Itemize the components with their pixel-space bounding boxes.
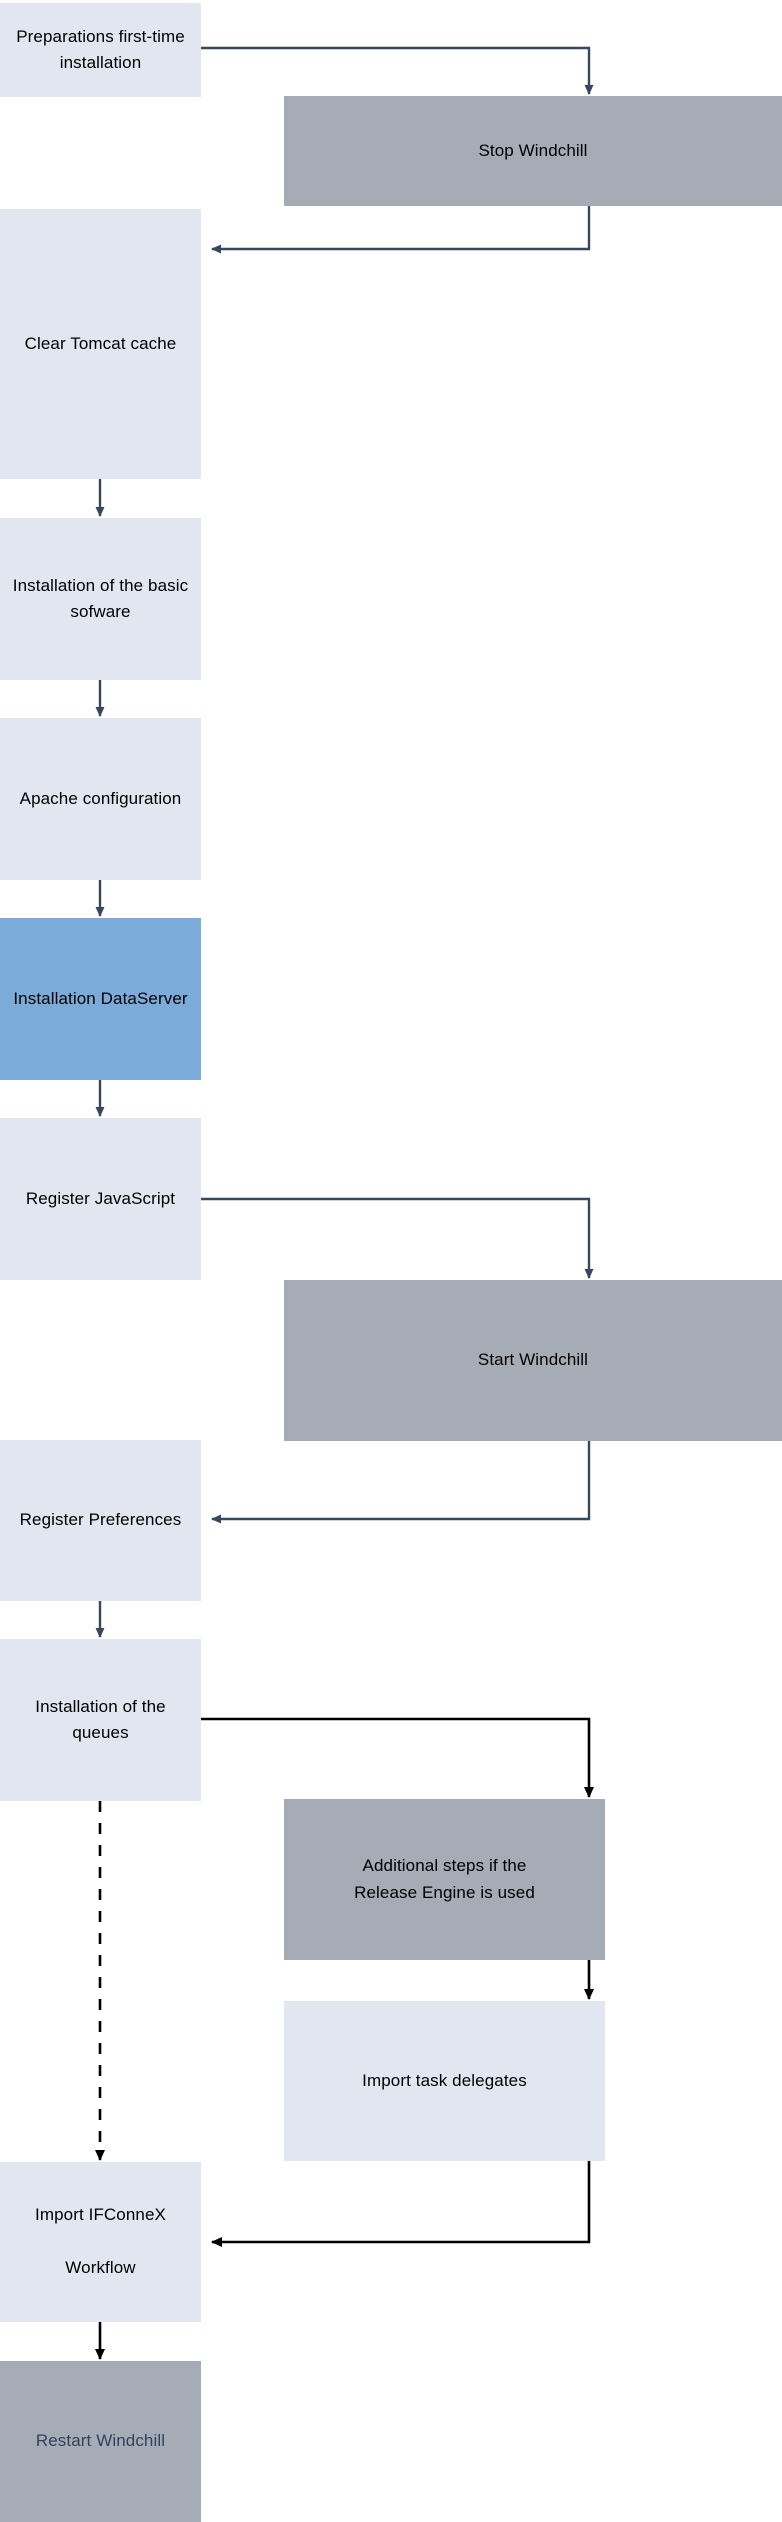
node-label: Installation of the queues xyxy=(35,1696,166,1742)
node-label: Clear Tomcat cache xyxy=(24,333,177,353)
node-installation-of-the-basic-software[interactable]: Installation of the basic sofware xyxy=(0,518,201,680)
node-preparations-first-time-installation[interactable]: Preparations first-time installation xyxy=(0,3,201,97)
node-label: Apache configuration xyxy=(19,788,182,808)
node-label: Installation of the basic sofware xyxy=(12,575,189,621)
node-import-task-delegates[interactable]: Import task delegates xyxy=(284,2001,605,2161)
edge-js-to-start xyxy=(201,1197,594,1279)
node-label: Installation DataServer xyxy=(13,988,188,1008)
node-clear-tomcat-cache[interactable]: Clear Tomcat cache xyxy=(0,209,201,479)
node-label: Import task delegates xyxy=(362,2070,527,2090)
node-label: Register JavaScript xyxy=(25,1188,176,1208)
edge-prep-to-stop xyxy=(201,46,594,95)
node-installation-of-the-queues[interactable]: Installation of the queues xyxy=(0,1639,201,1801)
node-import-ifconnex-workflow[interactable]: Import IFConneX Workflow xyxy=(0,2162,201,2322)
edge-start-to-prefs xyxy=(211,1441,591,1524)
node-apache-configuration[interactable]: Apache configuration xyxy=(0,718,201,880)
node-label: Additional steps if the Release Engine i… xyxy=(354,1856,535,1902)
node-label: Restart Windchill xyxy=(35,2431,166,2451)
node-register-javascript[interactable]: Register JavaScript xyxy=(0,1118,201,1280)
node-label: Stop Windchill xyxy=(478,140,588,160)
edge-delegates-to-ifconnex xyxy=(211,2161,591,2247)
node-restart-windchill[interactable]: Restart Windchill xyxy=(0,2361,201,2522)
node-label: Preparations first-time installation xyxy=(16,26,185,72)
node-start-windchill[interactable]: Start Windchill xyxy=(284,1280,782,1441)
node-installation-dataserver[interactable]: Installation DataServer xyxy=(0,918,201,1080)
node-stop-windchill[interactable]: Stop Windchill xyxy=(284,96,782,206)
node-additional-steps-release-engine[interactable]: Additional steps if the Release Engine i… xyxy=(284,1799,605,1960)
node-label: Start Windchill xyxy=(477,1350,589,1370)
node-label: Register Preferences xyxy=(19,1510,182,1530)
node-register-preferences[interactable]: Register Preferences xyxy=(0,1440,201,1601)
edge-queues-to-release xyxy=(201,1717,594,1798)
edge-stop-to-tomcat xyxy=(211,205,591,254)
node-label: Import IFConneX Workflow xyxy=(35,2205,166,2278)
